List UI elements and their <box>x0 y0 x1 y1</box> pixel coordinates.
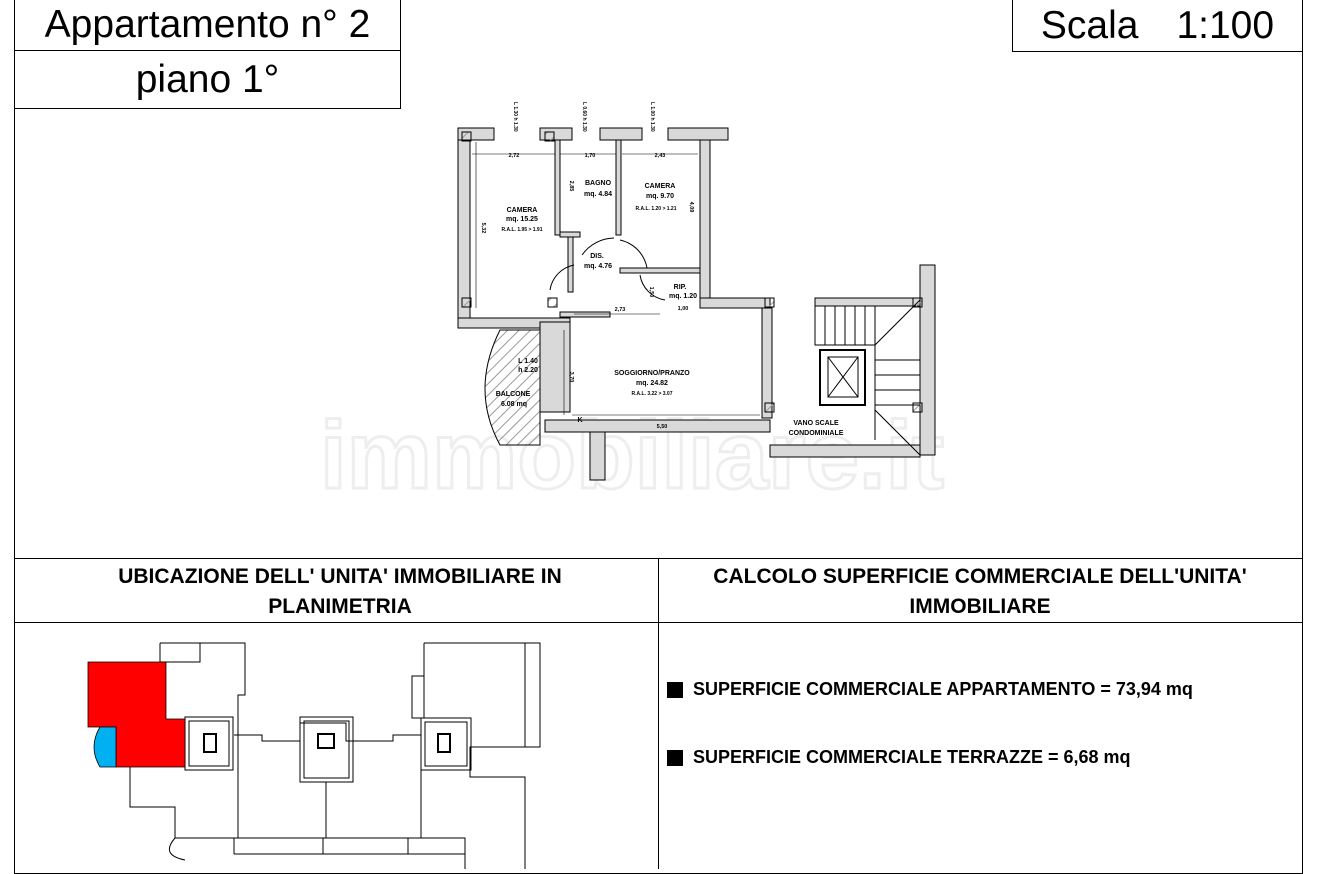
dimension-label: 4,09 <box>688 202 694 213</box>
room-name: CAMERA <box>645 183 676 190</box>
bullet-square-icon <box>667 749 683 766</box>
room-ral: R.A.L. 1.95 > 1.91 <box>502 227 543 233</box>
room-name: CAMERA <box>507 207 538 214</box>
room-name: SOGGIORNO/PRANZO <box>614 370 690 377</box>
dimension-label: 2,72 <box>509 153 520 159</box>
location-title: UBICAZIONE DELL' UNITA' IMMOBILIARE IN P… <box>118 565 562 618</box>
room-name: BAGNO <box>585 180 612 187</box>
summary-item-terraces: SUPERFICIE COMMERCIALE TERRAZZE = 6,68 m… <box>667 747 1131 768</box>
window-width: L 1.40 <box>518 358 538 365</box>
summary-text: SUPERFICIE COMMERCIALE TERRAZZE = 6,68 m… <box>693 747 1131 767</box>
apartment-title-text: Appartamento n° 2 <box>44 3 371 46</box>
window-label: L 1.30 h 1.30 <box>512 102 518 132</box>
summary-item-apartment: SUPERFICIE COMMERCIALE APPARTAMENTO = 73… <box>667 679 1193 700</box>
room-ral: R.A.L. 1.20 > 1.21 <box>636 206 677 212</box>
balcony <box>484 329 541 446</box>
room-name: BALCONE <box>496 391 531 398</box>
dimension-lines <box>472 142 760 416</box>
floor-title-text: piano 1° <box>135 57 280 101</box>
site-location-plan <box>87 642 541 869</box>
dimension-label: 2,85 <box>568 181 574 192</box>
scale-label: Scala <box>1040 3 1139 47</box>
room-area: mq. 9.70 <box>646 193 674 200</box>
unit-highlight <box>87 661 186 768</box>
window-label: L 1.00 h 1.30 <box>649 102 655 132</box>
terrace-highlight <box>93 726 117 768</box>
kitchen-mark: K <box>577 417 582 424</box>
dimension-label: 3,70 <box>568 372 574 383</box>
scale-box: Scala 1:100 <box>1012 0 1303 52</box>
dimension-label: 2,73 <box>615 307 626 313</box>
dimension-label: 5,50 <box>657 424 668 430</box>
room-area: CONDOMINIALE <box>789 430 844 437</box>
room-area: mq. 4.84 <box>584 191 612 198</box>
dimension-label: 1,70 <box>585 153 596 159</box>
room-labels: CAMERA mq. 15.25 R.A.L. 1.95 > 1.91 BAGN… <box>496 180 844 437</box>
dimension-label: 5,32 <box>480 223 486 234</box>
dimension-label: 2,43 <box>655 153 666 159</box>
room-area: mq. 4.76 <box>584 263 612 270</box>
summary-text: SUPERFICIE COMMERCIALE APPARTAMENTO = 73… <box>693 679 1193 699</box>
divider-vertical <box>658 558 659 869</box>
dimension-label: 1,50 <box>648 287 654 298</box>
room-area: mq. 15.25 <box>506 216 538 223</box>
bullet-square-icon <box>667 681 683 698</box>
dimension-label: 1,00 <box>678 306 689 312</box>
window-label: L 0.60 h 1.30 <box>581 102 587 132</box>
walls <box>457 127 936 481</box>
room-ral: R.A.L. 3.22 > 3.07 <box>632 391 673 397</box>
floor-plan: immobiliare.it <box>319 102 946 511</box>
room-name: VANO SCALE <box>793 420 839 427</box>
doors <box>549 237 666 301</box>
scale-value: 1:100 <box>1176 3 1275 47</box>
room-name: DIS. <box>590 253 604 260</box>
window-height: h 2.20 <box>518 367 538 374</box>
apartment-title: Appartamento n° 2 <box>14 0 401 51</box>
dimension-labels: 2,72 1,70 2,43 5,32 2,85 4,09 2,73 1,50 … <box>480 153 694 430</box>
stair <box>814 299 921 456</box>
room-area: mq. 1.20 <box>669 293 697 300</box>
calc-title: CALCOLO SUPERFICIE COMMERCIALE DELL'UNIT… <box>713 565 1247 618</box>
floor-title: piano 1° <box>14 50 401 109</box>
window-labels: L 1.30 h 1.30 L 0.60 h 1.30 L 1.00 h 1.3… <box>512 102 655 132</box>
room-area: mq. 24.82 <box>636 380 668 387</box>
room-name: RIP. <box>674 284 687 291</box>
room-area: 6.08 mq <box>501 401 527 408</box>
